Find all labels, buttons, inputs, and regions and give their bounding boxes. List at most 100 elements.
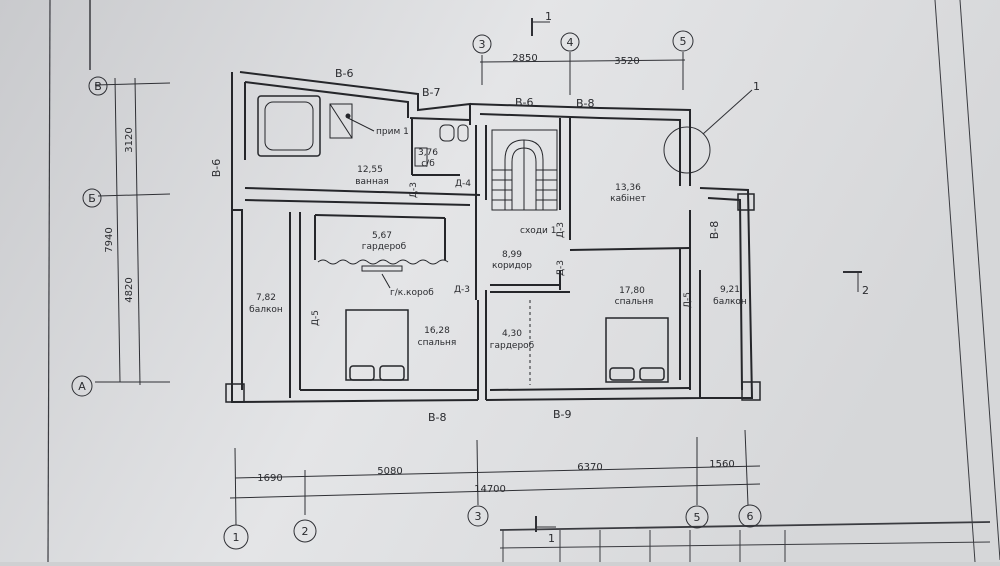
svg-text:кабінет: кабінет xyxy=(610,194,646,204)
svg-text:7,82: 7,82 xyxy=(256,293,276,303)
room-wardrobe-lower: 4,30 гардероб xyxy=(490,329,535,351)
section-mark-right xyxy=(843,271,862,292)
section-mark-bottom xyxy=(535,516,556,532)
svg-text:13,36: 13,36 xyxy=(615,183,641,193)
section-mark-top xyxy=(531,18,550,36)
room-balcony-right: 9,21 балкон xyxy=(713,285,747,307)
duct-box xyxy=(361,265,403,272)
svg-text:17,80: 17,80 xyxy=(619,286,645,296)
code-d3-b: Д-3 xyxy=(556,222,566,238)
room-balcony-left: 7,82 балкон xyxy=(249,293,283,315)
svg-text:3,76: 3,76 xyxy=(418,148,438,158)
code-v6-top: В-6 xyxy=(335,67,354,80)
dim-bottom-4: 1560 xyxy=(709,459,734,470)
svg-text:спальня: спальня xyxy=(615,297,654,307)
dim-left-1: 3120 xyxy=(124,127,135,152)
svg-text:4,30: 4,30 xyxy=(502,329,522,339)
svg-text:3: 3 xyxy=(479,38,486,51)
toilet-fixtures xyxy=(414,124,469,167)
axis-marker-left-b: Б xyxy=(82,188,102,208)
duct-label: г/к.короб xyxy=(390,288,434,298)
svg-text:5: 5 xyxy=(680,35,687,48)
dim-bottom-2: 5080 xyxy=(377,466,402,477)
dim-left-2: 4820 xyxy=(124,277,135,302)
svg-text:1: 1 xyxy=(233,531,240,544)
code-v8-bottom: В-8 xyxy=(428,411,447,424)
duct-leader xyxy=(381,273,391,289)
dim-bottom-3: 6370 xyxy=(577,462,602,473)
svg-text:коридор: коридор xyxy=(492,261,532,271)
code-d4: Д-4 xyxy=(455,179,471,189)
svg-text:6: 6 xyxy=(747,510,754,523)
room-wc: 3,76 с/б xyxy=(418,148,438,169)
svg-text:2: 2 xyxy=(302,525,309,538)
axis-marker-top-5: 5 xyxy=(672,30,694,52)
staircase xyxy=(491,129,558,211)
svg-text:8,99: 8,99 xyxy=(502,250,522,260)
axis-marker-bottom-3: 3 xyxy=(467,505,489,527)
axis-marker-bottom-5: 5 xyxy=(685,505,709,529)
axis-marker-bottom-2: 2 xyxy=(293,519,317,543)
svg-text:9,21: 9,21 xyxy=(720,285,740,295)
svg-text:балкон: балкон xyxy=(713,297,747,307)
dim-bottom-1: 1690 xyxy=(257,473,282,484)
room-wardrobe-upper: 5,67 гардероб xyxy=(362,231,407,252)
dim-top-2: 3520 xyxy=(614,56,639,67)
code-v6-left: В-6 xyxy=(210,159,223,178)
room-corridor: 8,99 коридор xyxy=(492,250,532,271)
code-d3-d: Д-3 xyxy=(454,285,470,295)
svg-text:спальня: спальня xyxy=(418,338,457,348)
columns xyxy=(225,193,761,403)
code-v8-top: В-8 xyxy=(576,97,595,110)
bed-right xyxy=(605,317,669,383)
wardrobe-curtain-line xyxy=(317,259,449,265)
room-office: 13,36 кабінет xyxy=(610,183,646,204)
note-prim: прим 1 xyxy=(376,127,409,137)
room-bedroom-right: 17,80 спальня xyxy=(615,286,654,307)
detail-callout-circle xyxy=(663,126,711,174)
dim-total: 14700 xyxy=(474,484,506,495)
walls xyxy=(231,71,754,404)
svg-text:3: 3 xyxy=(475,510,482,523)
code-d5-b: Д-5 xyxy=(683,292,693,308)
svg-text:гардероб: гардероб xyxy=(362,242,407,252)
section-mark-bottom-label: 1 xyxy=(548,532,555,545)
code-d3-a: Д-3 xyxy=(409,182,419,198)
axis-marker-top-4: 4 xyxy=(560,32,580,52)
callout-leader xyxy=(702,89,753,135)
code-v9-bottom: В-9 xyxy=(553,408,572,421)
svg-text:16,28: 16,28 xyxy=(424,326,450,336)
note-prim-leader xyxy=(347,117,375,132)
svg-text:балкон: балкон xyxy=(249,305,283,315)
svg-text:12,55: 12,55 xyxy=(357,165,383,175)
axis-marker-left-a: А xyxy=(71,375,93,397)
bed-left xyxy=(345,309,409,381)
svg-text:5: 5 xyxy=(694,511,701,524)
axis-marker-top-3: 3 xyxy=(472,34,492,54)
axis-marker-bottom-1: 1 xyxy=(223,524,249,550)
svg-text:В: В xyxy=(94,80,102,93)
axis-marker-bottom-6: 6 xyxy=(738,504,762,528)
code-d5-a: Д-5 xyxy=(311,310,321,326)
svg-text:Б: Б xyxy=(88,192,96,205)
bathtub xyxy=(257,95,353,157)
svg-text:4: 4 xyxy=(567,36,574,49)
code-d3-c: Д-3 xyxy=(556,260,566,276)
axis-marker-left-v: В xyxy=(88,76,108,96)
room-bedroom-left: 16,28 спальня xyxy=(418,326,457,348)
dimension-lines xyxy=(94,52,761,526)
svg-text:ванная: ванная xyxy=(355,177,389,187)
code-v6-mid: В-6 xyxy=(515,96,534,109)
section-mark-right-label: 2 xyxy=(862,284,869,297)
svg-text:гардероб: гардероб xyxy=(490,341,535,351)
dim-left-total: 7940 xyxy=(104,227,115,252)
svg-text:А: А xyxy=(78,380,86,393)
svg-text:с/б: с/б xyxy=(421,159,435,169)
dim-top-1: 2850 xyxy=(512,53,537,64)
svg-text:5,67: 5,67 xyxy=(372,231,392,241)
room-bathroom: 12,55 ванная xyxy=(355,165,389,187)
section-mark-top-label: 1 xyxy=(545,10,552,23)
